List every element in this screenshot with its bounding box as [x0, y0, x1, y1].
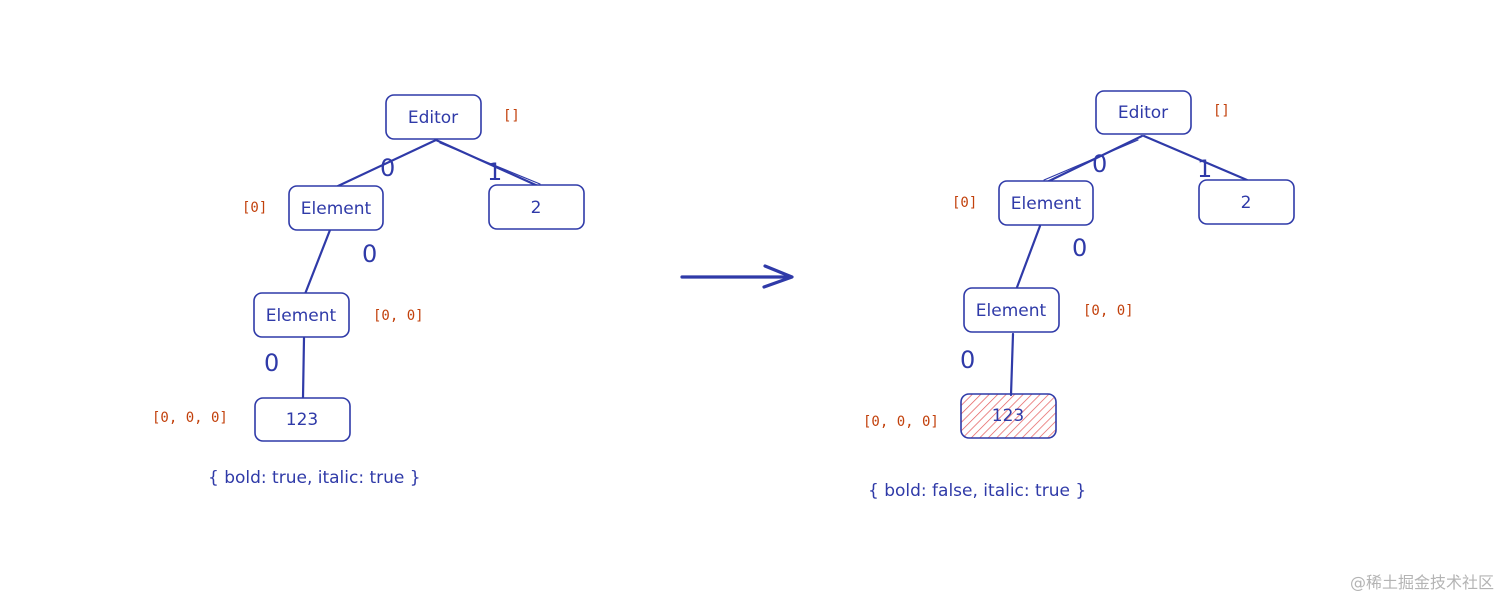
- element-node-inner: Element: [253, 292, 350, 338]
- element-top-path-label: [0]: [242, 200, 267, 216]
- left-caption: { bold: true, italic: true }: [208, 468, 421, 488]
- edge-label-inner-to-leaf: 0: [264, 349, 279, 377]
- text-node-two: 2: [488, 184, 585, 230]
- edge-editor-to-two-right: [1142, 134, 1249, 182]
- element-node-inner-right: Element: [963, 287, 1060, 333]
- text-leaf-path-label: [0, 0, 0]: [152, 410, 228, 426]
- edge-inner-to-leaf-right: [1009, 332, 1015, 397]
- editor-node-right-label: Editor: [1118, 103, 1168, 123]
- text-node-two-right-label: 2: [1241, 193, 1252, 213]
- edge-element-to-inner-right: [1014, 224, 1042, 292]
- edge-label-inner-to-leaf-right: 0: [960, 346, 975, 374]
- editor-path-label: []: [503, 108, 520, 124]
- edge-element-to-inner: [303, 228, 332, 296]
- edge-label-element-to-inner: 0: [362, 240, 377, 268]
- edge-label-editor-to-element: 0: [380, 154, 395, 182]
- element-node-inner-right-label: Element: [976, 301, 1047, 321]
- right-tree: 0 1 0 0 Editor [] Element [0] 2 Element …: [863, 90, 1295, 501]
- text-node-two-right: 2: [1198, 179, 1295, 225]
- edge-label-editor-to-two-right: 1: [1197, 155, 1212, 183]
- editor-path-label-right: []: [1213, 103, 1230, 119]
- right-caption: { bold: false, italic: true }: [868, 481, 1086, 501]
- watermark: @稀土掘金技术社区: [1349, 573, 1494, 592]
- text-node-leaf: 123: [254, 397, 351, 442]
- text-node-leaf-label: 123: [286, 410, 318, 430]
- left-tree: 0 1 0 0 Editor [] Element [0] 2 Element …: [152, 94, 585, 488]
- edge-label-element-to-inner-right: 0: [1072, 234, 1087, 262]
- text-node-leaf-right-highlighted: 123: [960, 393, 1057, 439]
- edge-editor-to-two: [434, 138, 540, 188]
- text-leaf-path-label-right: [0, 0, 0]: [863, 414, 939, 430]
- edge-label-editor-to-two: 1: [487, 158, 502, 186]
- element-node-inner-label: Element: [266, 306, 337, 326]
- edge-label-editor-to-element-right: 0: [1092, 150, 1107, 178]
- editor-node-label: Editor: [408, 108, 458, 128]
- editor-node-right: Editor: [1095, 90, 1192, 135]
- element-inner-path-label: [0, 0]: [373, 308, 424, 324]
- edge-editor-to-two-sketch: [439, 142, 541, 185]
- edge-inner-to-leaf: [301, 336, 306, 400]
- element-node-top: Element: [288, 185, 384, 231]
- text-node-leaf-right-label: 123: [992, 406, 1024, 426]
- element-node-top-right: Element: [998, 180, 1094, 226]
- element-top-path-label-right: [0]: [952, 195, 977, 211]
- element-node-top-right-label: Element: [1011, 194, 1082, 214]
- edge-editor-to-element-right-sketch: [1043, 139, 1139, 181]
- edge-editor-to-element: [336, 138, 438, 188]
- text-node-two-label: 2: [531, 198, 542, 218]
- arrow-right-icon: [680, 264, 794, 289]
- element-node-top-label: Element: [301, 199, 372, 219]
- element-inner-path-label-right: [0, 0]: [1083, 303, 1134, 319]
- editor-node: Editor: [385, 94, 482, 140]
